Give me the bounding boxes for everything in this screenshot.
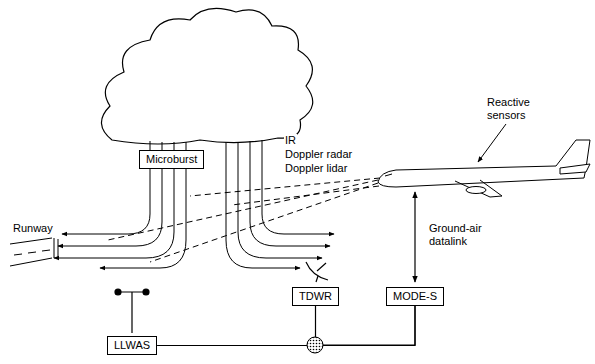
box-label: Microburst — [146, 153, 197, 166]
process-box: TDWR — [292, 287, 339, 306]
runway — [10, 238, 58, 266]
annotation-label: Doppler radar — [284, 148, 353, 161]
box-label: LLWAS — [114, 339, 150, 352]
anemometer-symbol — [115, 289, 149, 333]
signal-connector — [157, 306, 415, 346]
data-fusion-hub — [307, 337, 323, 353]
radar-dish-symbol — [306, 262, 328, 282]
aircraft — [378, 140, 590, 197]
datalink-arrow — [414, 192, 415, 282]
box-label: TDWR — [299, 290, 332, 303]
process-box: Microburst — [139, 150, 204, 169]
annotation-label: Reactive sensors — [486, 96, 550, 122]
process-box: LLWAS — [107, 336, 157, 355]
annotation-label: Runway — [12, 222, 54, 235]
storm-cloud — [101, 8, 312, 144]
box-label: MODE-S — [393, 290, 437, 303]
annotation-label: IR — [284, 134, 297, 147]
annotation-label: Ground-air datalink — [428, 222, 494, 248]
signal-connector — [316, 306, 416, 345]
process-box: MODE-S — [386, 287, 444, 306]
pointer-arrow — [478, 124, 506, 162]
annotation-label: Doppler lidar — [284, 162, 348, 175]
sensor-beams — [108, 178, 380, 262]
